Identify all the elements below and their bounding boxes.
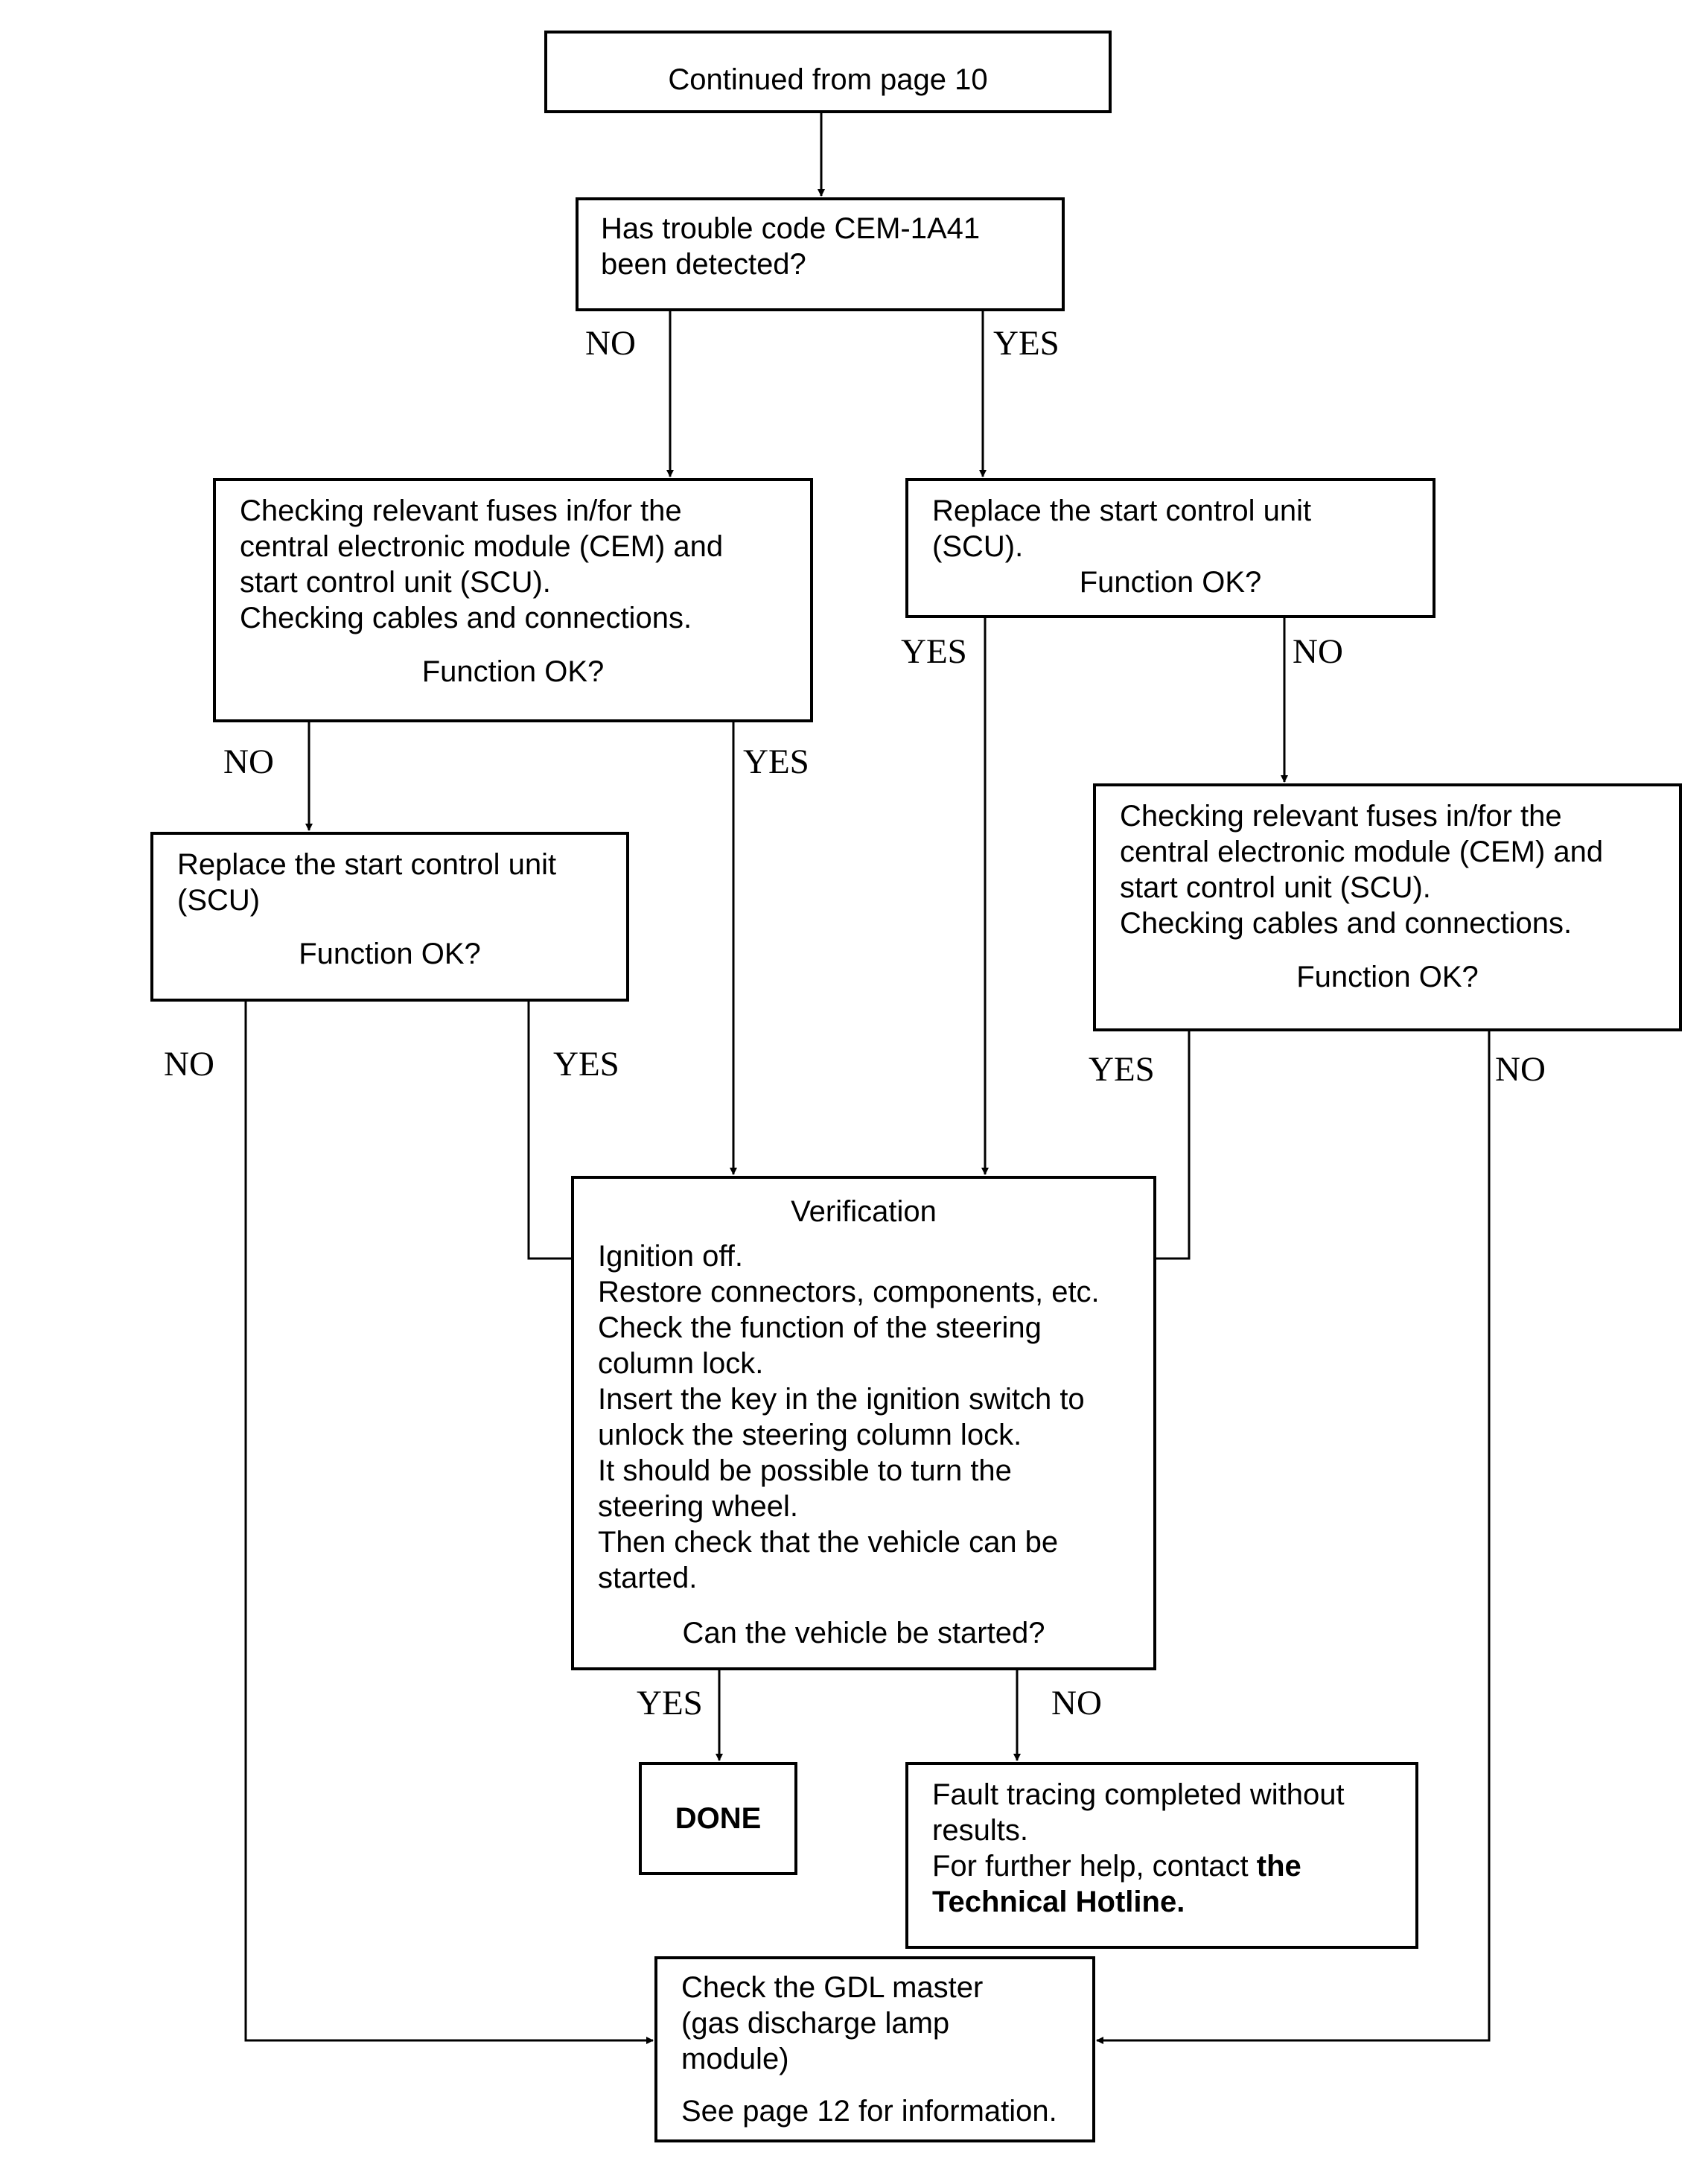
replace-right-line-2: (SCU). bbox=[932, 530, 1024, 563]
verification-line-9: Then check that the vehicle can be bbox=[598, 1526, 1059, 1559]
verification-line-2: Restore connectors, components, etc. bbox=[598, 1276, 1100, 1308]
step-replace-scu-left: Replace the start control unit (SCU) Fun… bbox=[150, 832, 629, 1002]
label-verify-no: NO bbox=[1051, 1684, 1102, 1722]
fault-line-4: Technical Hotline. bbox=[932, 1884, 1415, 1920]
terminal-fault-tracing: Fault tracing completed without results.… bbox=[905, 1762, 1418, 1949]
fault-line-3: For further help, contact the bbox=[932, 1848, 1415, 1884]
replace-left-line-1: Replace the start control unit bbox=[177, 848, 557, 881]
label-replace-right-no: NO bbox=[1293, 632, 1343, 671]
q1-line-1: Has trouble code CEM-1A41 bbox=[601, 212, 981, 245]
label-fuse-left-no: NO bbox=[223, 742, 274, 781]
fault-line-3-text: For further help, contact bbox=[932, 1850, 1257, 1883]
label-replace-right-yes: YES bbox=[901, 632, 967, 671]
done-text: DONE bbox=[675, 1802, 762, 1835]
fuse-right-line-1: Checking relevant fuses in/for the bbox=[1120, 800, 1562, 833]
fuse-right-line-2: central electronic module (CEM) and bbox=[1120, 836, 1604, 868]
step-replace-scu-right: Replace the start control unit (SCU). Fu… bbox=[905, 478, 1435, 618]
verification-line-8: steering wheel. bbox=[598, 1490, 799, 1523]
step-verification: Verification Ignition off. Restore conne… bbox=[571, 1176, 1156, 1670]
fault-line-2: results. bbox=[932, 1814, 1028, 1847]
label-replace-left-no: NO bbox=[164, 1045, 214, 1084]
fuse-right-question: Function OK? bbox=[1296, 961, 1479, 993]
replace-left-line-2: (SCU) bbox=[177, 884, 261, 917]
arrow-replace-left-no bbox=[244, 1002, 654, 2044]
verification-line-3: Check the function of the steering bbox=[598, 1311, 1042, 1344]
verification-question: Can the vehicle be started? bbox=[682, 1617, 1045, 1649]
verification-line-6: unlock the steering column lock. bbox=[598, 1419, 1022, 1451]
verification-title: Verification bbox=[791, 1195, 937, 1228]
label-fuse-right-yes: YES bbox=[1089, 1050, 1155, 1089]
start-text: Continued from page 10 bbox=[668, 63, 988, 96]
fault-line-1: Fault tracing completed without bbox=[932, 1778, 1345, 1811]
step-fuse-check-right: Checking relevant fuses in/for the centr… bbox=[1093, 783, 1682, 1031]
verification-line-10: started. bbox=[598, 1562, 698, 1594]
label-replace-left-yes: YES bbox=[553, 1045, 619, 1084]
arrow-fuse-right-no bbox=[1096, 1031, 1491, 2044]
fuse-left-question: Function OK? bbox=[421, 655, 605, 688]
step-check-gdl-master: Check the GDL master (gas discharge lamp… bbox=[654, 1956, 1095, 2142]
replace-left-question: Function OK? bbox=[299, 938, 481, 970]
technical-hotline: Technical Hotline. bbox=[932, 1886, 1185, 1918]
fuse-left-line-3: start control unit (SCU). bbox=[240, 566, 551, 599]
verification-line-1: Ignition off. bbox=[598, 1240, 743, 1273]
fault-line-3-bold: the bbox=[1256, 1850, 1301, 1883]
fuse-right-line-4: Checking cables and connections. bbox=[1120, 907, 1572, 940]
decision-trouble-code: Has trouble code CEM-1A41 been detected? bbox=[576, 197, 1065, 311]
label-q1-yes: YES bbox=[993, 324, 1059, 363]
q1-line-2: been detected? bbox=[601, 248, 806, 281]
verification-line-7: It should be possible to turn the bbox=[598, 1454, 1012, 1487]
line-fuse-right-yes bbox=[1156, 1031, 1191, 1260]
replace-right-line-1: Replace the start control unit bbox=[932, 494, 1312, 527]
label-fuse-left-yes: YES bbox=[743, 742, 809, 781]
verification-line-4: column lock. bbox=[598, 1347, 764, 1380]
replace-right-question: Function OK? bbox=[1079, 566, 1262, 599]
fuse-right-line-3: start control unit (SCU). bbox=[1120, 871, 1431, 904]
start-box: Continued from page 10 bbox=[544, 31, 1112, 113]
terminal-done: DONE bbox=[639, 1762, 797, 1875]
line-replace-left-yes bbox=[527, 1002, 571, 1260]
label-fuse-right-no: NO bbox=[1495, 1050, 1546, 1089]
fuse-left-line-4: Checking cables and connections. bbox=[240, 602, 692, 634]
label-q1-no: NO bbox=[585, 324, 636, 363]
gdl-line-3: module) bbox=[681, 2043, 789, 2075]
step-fuse-check-left: Checking relevant fuses in/for the centr… bbox=[213, 478, 813, 722]
label-verify-yes: YES bbox=[637, 1684, 703, 1722]
gdl-line-1: Check the GDL master bbox=[681, 1971, 984, 2004]
gdl-note: See page 12 for information. bbox=[681, 2095, 1057, 2128]
fuse-left-line-2: central electronic module (CEM) and bbox=[240, 530, 724, 563]
fuse-left-line-1: Checking relevant fuses in/for the bbox=[240, 494, 682, 527]
gdl-line-2: (gas discharge lamp bbox=[681, 2007, 950, 2040]
verification-line-5: Insert the key in the ignition switch to bbox=[598, 1383, 1085, 1416]
